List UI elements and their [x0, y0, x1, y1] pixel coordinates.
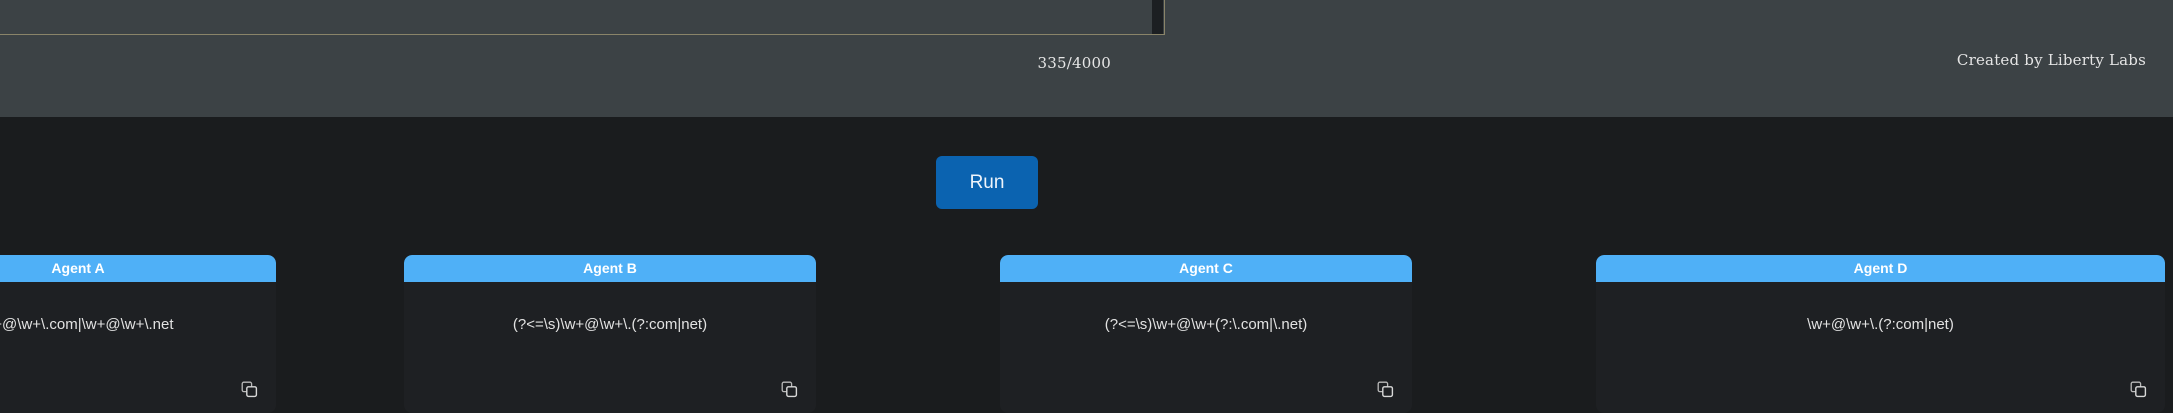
agent-card-b-title: Agent B	[404, 255, 816, 282]
agent-card-b[interactable]: Agent B (?<=\s)\w+@\w+\.(?:com|net)	[404, 255, 816, 413]
copy-icon[interactable]	[1377, 381, 1394, 398]
copy-icon[interactable]	[241, 381, 258, 398]
run-button[interactable]: Run	[936, 156, 1038, 209]
counter-strip: 335/4000	[0, 35, 1165, 92]
agent-card-c[interactable]: Agent C (?<=\s)\w+@\w+(?:\.com|\.net)	[1000, 255, 1412, 413]
agent-card-c-title: Agent C	[1000, 255, 1412, 282]
agent-card-b-regex: (?<=\s)\w+@\w+\.(?:com|net)	[512, 316, 708, 333]
agent-card-c-regex: (?<=\s)\w+@\w+(?:\.com|\.net)	[1104, 316, 1308, 333]
agent-card-a-body: w+@\w+\.com|\w+@\w+\.net	[0, 282, 276, 413]
agent-card-d-body: \w+@\w+\.(?:com|net)	[1596, 282, 2165, 413]
prompt-scrollbar-thumb[interactable]	[1152, 0, 1163, 34]
run-button-row: Run	[0, 117, 2173, 255]
prompt-textarea[interactable]	[0, 0, 1165, 35]
agent-card-a-regex: w+@\w+\.com|\w+@\w+\.net	[0, 316, 174, 333]
credit-text: Created by Liberty Labs	[1956, 51, 2146, 69]
agent-card-c-body: (?<=\s)\w+@\w+(?:\.com|\.net)	[1000, 282, 1412, 413]
copy-icon[interactable]	[781, 381, 798, 398]
agent-card-d-regex: \w+@\w+\.(?:com|net)	[1807, 316, 1954, 333]
character-counter: 335/4000	[1037, 54, 1111, 72]
agent-card-d[interactable]: Agent D \w+@\w+\.(?:com|net)	[1596, 255, 2165, 413]
agent-card-a[interactable]: Agent A w+@\w+\.com|\w+@\w+\.net	[0, 255, 276, 413]
agent-cards-row: Agent A w+@\w+\.com|\w+@\w+\.net Agent B…	[0, 255, 2173, 413]
prompt-scrollbar[interactable]	[1152, 0, 1165, 34]
copy-icon[interactable]	[2130, 381, 2147, 398]
agent-card-b-body: (?<=\s)\w+@\w+\.(?:com|net)	[404, 282, 816, 413]
header-panel: 335/4000 Created by Liberty Labs	[0, 0, 2173, 117]
agent-card-a-title: Agent A	[0, 255, 276, 282]
agent-card-d-title: Agent D	[1596, 255, 2165, 282]
